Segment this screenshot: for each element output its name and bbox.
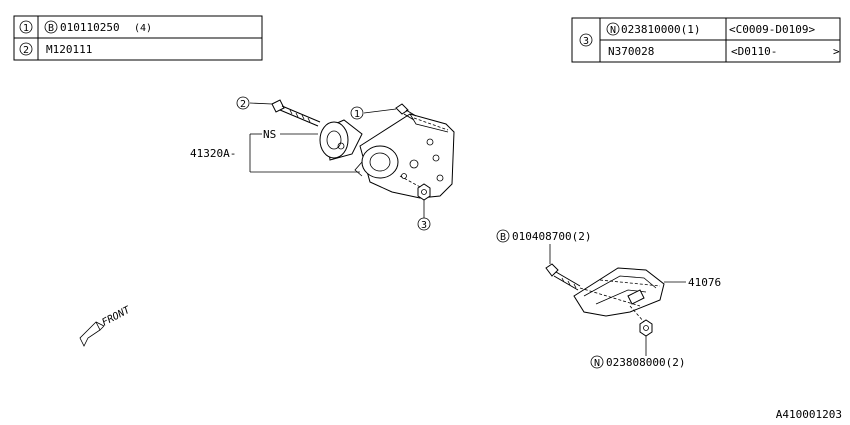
bolt-prefix-circle-lower: [496, 229, 510, 243]
callout-1: 1: [354, 109, 360, 120]
legend-ref-2: 2: [23, 45, 29, 56]
callout-circle-1: [350, 106, 364, 120]
legend-part-1: 010110250: [60, 21, 120, 34]
legend-range-3a: <C0009-D0109>: [729, 23, 815, 36]
bracket-part-number: 41076: [688, 276, 721, 289]
ns-label: NS: [263, 128, 276, 141]
legend-prefix-b: B: [48, 23, 54, 34]
ref-circle-3: [579, 33, 593, 47]
transmission-bracket-assembly: [545, 244, 686, 356]
nut-part-number: 023808000(2): [606, 356, 685, 369]
bolt-part-number: 010408700(2): [512, 230, 591, 243]
front-direction-arrow: FRONT: [79, 304, 133, 347]
legend-prefix-n: N: [610, 25, 616, 36]
diagram-id: A410001203: [776, 408, 842, 421]
callout-2: 2: [240, 99, 246, 110]
callout-3: 3: [421, 220, 427, 231]
ref-circle-1: [19, 20, 33, 34]
legend-qty-1: (4): [134, 23, 152, 34]
bolt-prefix-circle: [44, 20, 58, 34]
legend-part-3b: N370028: [608, 45, 654, 58]
callout-circle-3: [417, 217, 431, 231]
legend-range-close: >: [833, 45, 840, 58]
legend-part-2: M120111: [46, 43, 92, 56]
ref-circle-2: [19, 42, 33, 56]
bolt-prefix-lower: B: [500, 232, 506, 243]
legend-table-right: 3 N 023810000(1) <C0009-D0109> N370028 <…: [571, 17, 841, 63]
callout-circle-2: [236, 96, 250, 110]
nut-prefix-circle: [606, 22, 620, 36]
legend-table-left: 1 2 B 010110250 (4) M120111: [13, 15, 263, 61]
mount-part-number: 41320A-: [190, 147, 236, 160]
engine-mount-assembly: [249, 99, 455, 218]
legend-ref-1: 1: [23, 23, 29, 34]
front-label: FRONT: [100, 304, 133, 328]
legend-range-3b: <D0110-: [731, 45, 777, 58]
nut-prefix-circle-lower: [590, 355, 604, 369]
legend-ref-3: 3: [583, 36, 589, 47]
legend-part-3a: 023810000(1): [621, 23, 700, 36]
nut-prefix-lower: N: [594, 358, 600, 369]
